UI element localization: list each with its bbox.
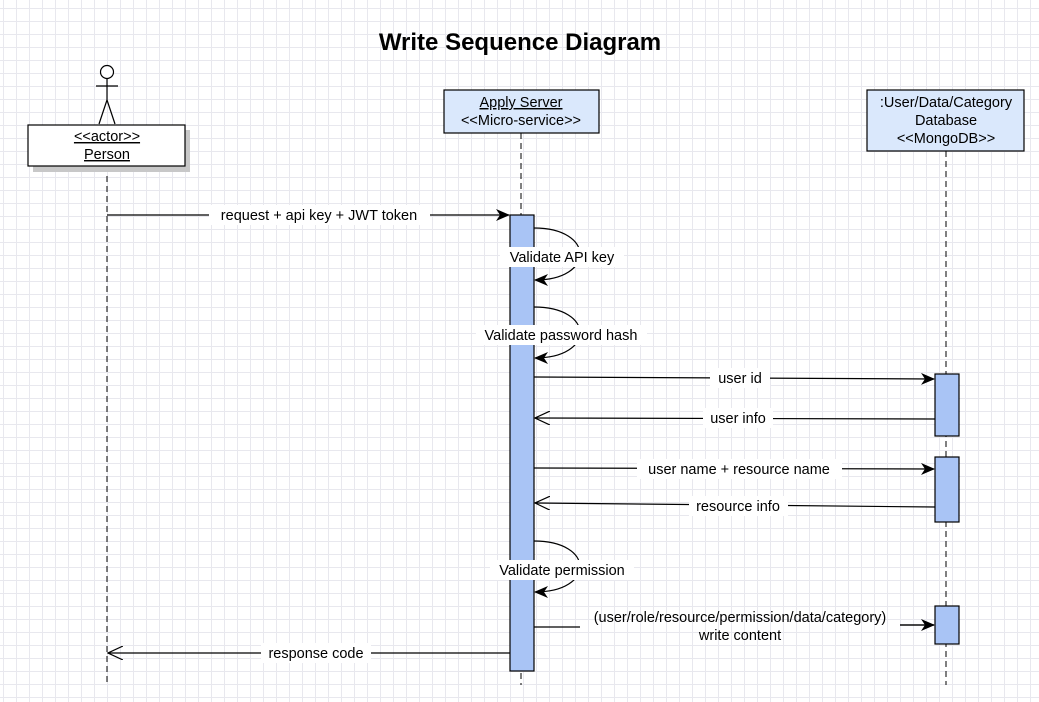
diagram-title: Write Sequence Diagram <box>379 29 661 56</box>
database-name-line2: Database <box>915 113 977 129</box>
user-info-label-bg <box>703 408 773 428</box>
participant-apply-server[interactable]: Apply Server <<Micro-service>> <box>443 89 600 134</box>
validate-permission-label-bg <box>490 560 634 580</box>
user-info-label: user info <box>710 411 766 427</box>
stick-figure-icon <box>96 64 118 125</box>
database-activation-bar-3 <box>934 605 960 645</box>
server-name: Apply Server <box>479 95 562 111</box>
validate-api-key-label: Validate API key <box>510 250 615 266</box>
database-stereotype: <<MongoDB>> <box>897 131 995 147</box>
validate-api-key-label-bg <box>500 247 624 267</box>
validate-password-label: Validate password hash <box>485 328 638 344</box>
user-id-label-bg <box>710 368 770 388</box>
validate-permission-label: Validate permission <box>499 563 624 579</box>
database-name-line1: :User/Data/Category <box>880 95 1013 111</box>
server-activation-bar <box>509 214 535 672</box>
database-activation-bar-2 <box>934 456 960 523</box>
request-label-bg <box>209 205 430 225</box>
actor-stereotype: <<actor>> <box>74 129 140 145</box>
user-id-label: user id <box>718 371 762 387</box>
server-stereotype: <<Micro-service>> <box>461 113 581 129</box>
actor-name: Person <box>84 147 130 163</box>
actor-person-box[interactable]: <<actor>> Person <box>27 124 190 172</box>
write-content-label-line1: (user/role/resource/permission/data/cate… <box>594 610 887 626</box>
database-activation-bar-1 <box>934 373 960 437</box>
resource-info-label: resource info <box>696 499 780 515</box>
resource-info-label-bg <box>689 496 788 516</box>
participant-database[interactable]: :User/Data/Category Database <<MongoDB>> <box>866 89 1025 152</box>
validate-password-label-bg <box>476 325 647 345</box>
write-content-label-line2: write content <box>698 628 781 644</box>
user-resource-label-bg <box>637 459 842 479</box>
user-resource-label: user name + resource name <box>648 462 830 478</box>
request-label: request + api key + JWT token <box>221 208 417 224</box>
response-code-label: response code <box>268 646 363 662</box>
response-code-label-bg <box>261 643 371 663</box>
